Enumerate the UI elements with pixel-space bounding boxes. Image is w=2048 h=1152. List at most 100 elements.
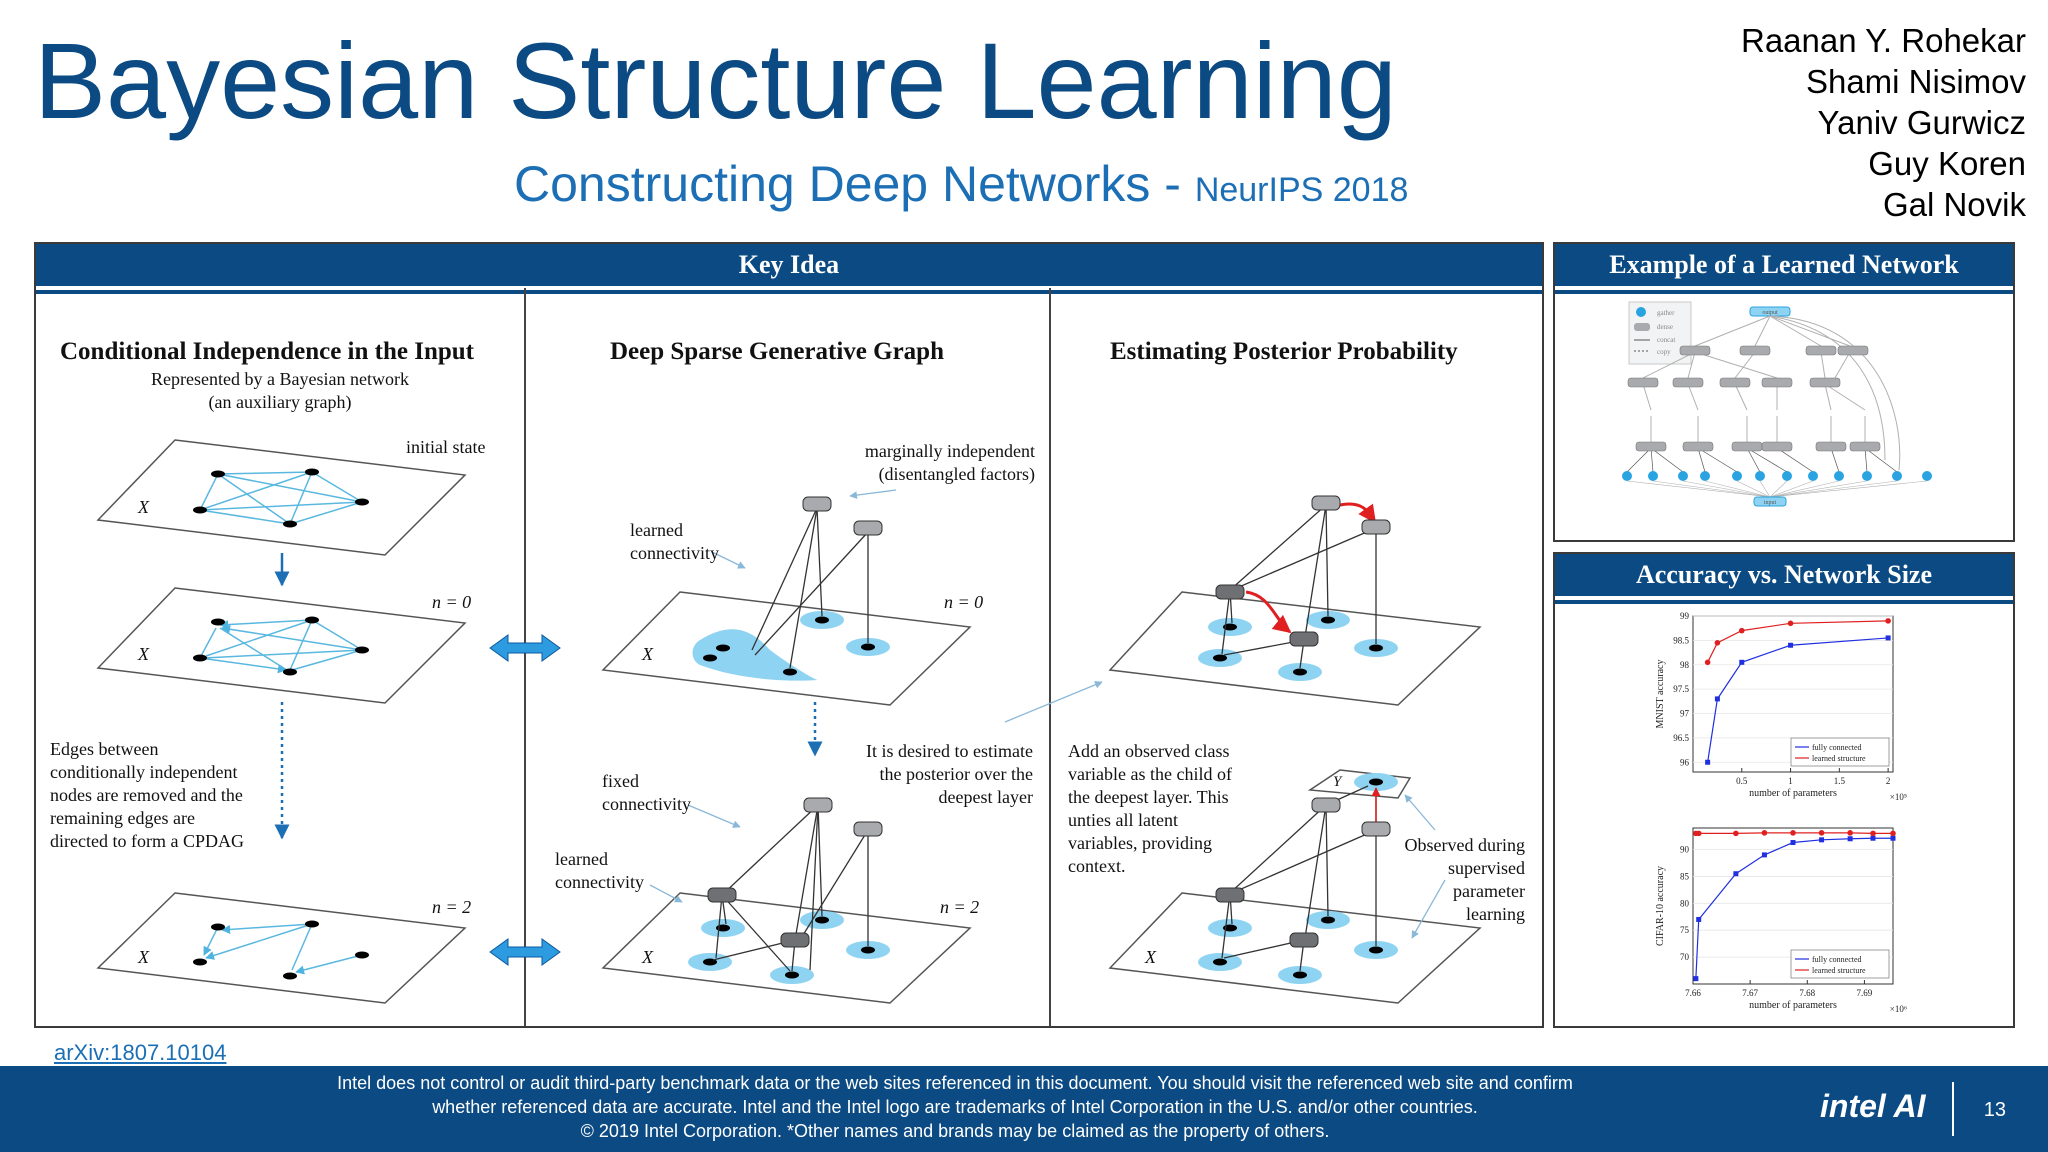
x-tick-label: 2 xyxy=(1886,776,1891,786)
x-tick-label: 7.69 xyxy=(1857,988,1873,998)
data-point xyxy=(1733,871,1739,877)
data-point xyxy=(1847,836,1853,842)
add-class-note: Add an observed class variable as the ch… xyxy=(1068,740,1232,878)
disclaimer-line: whether referenced data are accurate. In… xyxy=(432,1097,1478,1117)
note-line: learning xyxy=(1466,904,1525,924)
note-line: Edges between xyxy=(50,739,159,759)
legend-dense: dense xyxy=(1657,323,1673,331)
note-line: the deepest layer. This xyxy=(1068,787,1229,807)
data-point xyxy=(1693,976,1699,982)
y-tick-label: 98.5 xyxy=(1673,635,1689,645)
x-tick-label: 1.5 xyxy=(1834,776,1846,786)
author: Shami Nisimov xyxy=(1805,63,2026,100)
author: Raanan Y. Rohekar xyxy=(1741,22,2026,59)
y-axis-label: CIFAR-10 accuracy xyxy=(1655,866,1666,946)
col1-subtitle: Represented by a Bayesian network (an au… xyxy=(120,368,440,414)
col1-sub2: (an auxiliary graph) xyxy=(208,392,352,412)
legend-entry: learned structure xyxy=(1812,966,1866,975)
x-tick-label: 7.67 xyxy=(1742,988,1758,998)
note-line: variables, providing xyxy=(1068,833,1212,853)
legend-copy: copy xyxy=(1657,348,1671,356)
legend-gather: gather xyxy=(1657,309,1675,317)
data-point xyxy=(1705,759,1711,765)
y-tick-label: 96 xyxy=(1680,757,1690,767)
data-point xyxy=(1714,640,1721,646)
data-point xyxy=(1704,659,1711,666)
plane-label: X xyxy=(138,947,149,967)
data-point xyxy=(1818,830,1825,836)
y-tick-label: 75 xyxy=(1680,925,1690,935)
intel-ai-logo: intel AI xyxy=(1820,1088,1926,1124)
legend-box xyxy=(1790,737,1890,767)
author: Gal Novik xyxy=(1882,186,2026,223)
double-arrow xyxy=(489,634,561,966)
legend-dense-icon xyxy=(1634,323,1650,331)
data-point xyxy=(1696,916,1702,922)
x-axis-label: number of parameters xyxy=(1749,788,1837,799)
col1-title: Conditional Independence in the Input xyxy=(60,338,475,365)
legal-disclaimer: Intel does not control or audit third-pa… xyxy=(300,1071,1610,1143)
x-tick-label: 1 xyxy=(1788,776,1793,786)
note-line: unties all latent xyxy=(1068,810,1178,830)
y-axis-label: MNIST accuracy xyxy=(1655,660,1666,729)
note-line: It is desired to estimate xyxy=(866,741,1033,761)
plane-n0 xyxy=(96,587,467,704)
key-idea-header: Key Idea xyxy=(36,244,1542,290)
data-point xyxy=(1714,696,1720,702)
y-tick-label: 99 xyxy=(1680,611,1690,621)
arxiv-link[interactable]: arXiv:1807.10104 xyxy=(54,1040,227,1065)
data-point xyxy=(1790,830,1796,836)
y-tick-label: 70 xyxy=(1680,952,1690,962)
legend-entry: fully connected xyxy=(1812,743,1862,752)
data-point xyxy=(1788,642,1794,648)
data-point xyxy=(1761,830,1768,836)
plane-col3-lower xyxy=(1108,769,1482,1004)
plane-col3-upper xyxy=(1108,495,1482,706)
data-point xyxy=(1790,840,1796,846)
note-line: Add an observed class xyxy=(1068,741,1230,761)
footer-bar xyxy=(0,1066,2048,1152)
note-line: connectivity xyxy=(630,543,719,563)
data-point xyxy=(1761,852,1767,858)
note-line: the posterior over the xyxy=(879,764,1033,784)
legend-box xyxy=(1790,949,1890,979)
col3-title: Estimating Posterior Probability xyxy=(1110,338,1458,365)
x-tick-label: 7.68 xyxy=(1799,988,1815,998)
plane-n2 xyxy=(96,892,467,1004)
data-point xyxy=(1695,830,1702,837)
y-tick-label: 97 xyxy=(1680,709,1690,719)
note-line: context. xyxy=(1068,856,1126,876)
plane-col2-n2 xyxy=(601,797,972,1004)
plane-initial xyxy=(96,439,467,556)
note-line: deepest layer xyxy=(938,787,1033,807)
subtitle-main: Constructing Deep Networks - xyxy=(514,156,1195,212)
data-point xyxy=(1738,627,1745,634)
y-tick-label: 80 xyxy=(1680,898,1690,908)
note-line: remaining edges are xyxy=(50,808,195,828)
note-line: marginally independent xyxy=(864,441,1035,461)
note-line: Observed during xyxy=(1404,835,1525,855)
data-point xyxy=(1890,835,1896,841)
x-tick-label: 0.5 xyxy=(1736,776,1748,786)
note-line: directed to form a CPDAG xyxy=(50,831,244,851)
plane-col2-n0 xyxy=(601,496,972,706)
data-point xyxy=(1870,830,1876,837)
data-point xyxy=(1890,830,1896,837)
note-line: variable as the child of xyxy=(1068,764,1232,784)
example-network-header: Example of a Learned Network xyxy=(1555,244,2013,290)
legend-entry: fully connected xyxy=(1812,955,1862,964)
data-point xyxy=(1885,635,1891,641)
example-network-panel: Example of a Learned Network gather dens… xyxy=(1553,242,2015,542)
y-tick-label: 97.5 xyxy=(1673,684,1689,694)
output-label: output xyxy=(1762,310,1778,316)
x-axis-multiplier: ×10⁵ xyxy=(1890,792,1907,802)
page-number: 13 xyxy=(1983,1099,2006,1121)
note-line: parameter xyxy=(1453,881,1525,901)
y-tick-label: 98 xyxy=(1680,660,1690,670)
data-point xyxy=(1870,835,1876,841)
plane-label: X xyxy=(138,644,149,664)
observed-note: Observed during supervised parameter lea… xyxy=(1360,834,1525,926)
